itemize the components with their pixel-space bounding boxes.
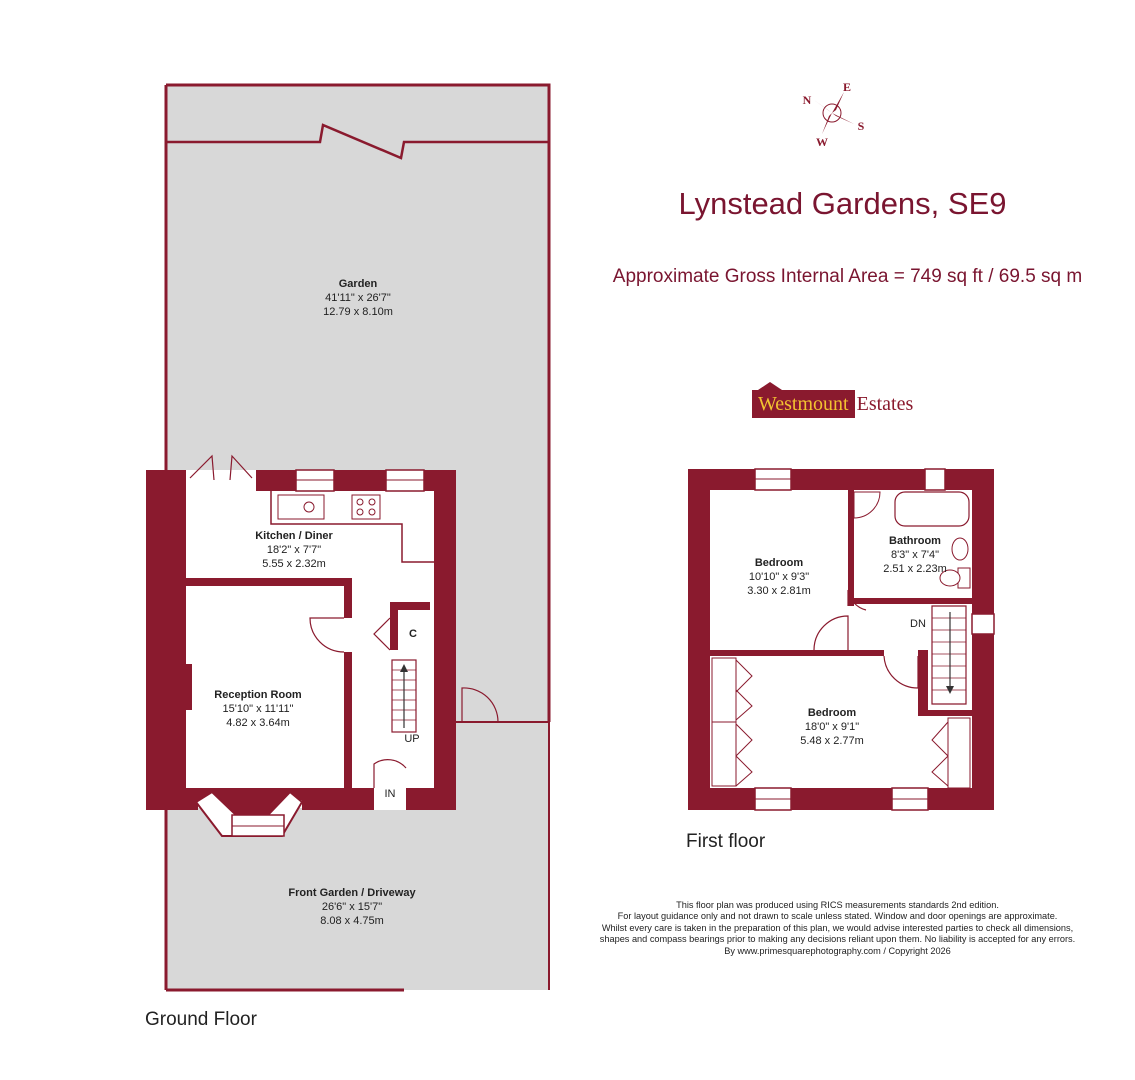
house-roof-icon: [758, 382, 782, 390]
kitchen-counter: [270, 491, 434, 563]
kitchen-metric: 5.55 x 2.32m: [262, 558, 326, 570]
reception-imperial: 15'10" x 11'11": [223, 703, 294, 715]
sink-icon: [277, 494, 325, 520]
compass-e: E: [843, 80, 851, 94]
door-swing-icon: [847, 589, 867, 611]
company-logo: Westmount Estates: [752, 382, 914, 418]
bedroom1-metric: 3.30 x 2.81m: [747, 585, 811, 597]
front-garden-metric: 8.08 x 4.75m: [320, 915, 384, 927]
logo-brand: Westmount: [758, 392, 849, 415]
disclaimer-line: This floor plan was produced using RICS …: [676, 900, 999, 910]
gate-icon: [461, 687, 499, 723]
garden-name: Garden: [339, 278, 378, 290]
disclaimer-line: By www.primesquarephotography.com / Copy…: [724, 945, 951, 956]
kitchen-imperial: 18'2" x 7'7": [267, 544, 321, 556]
bathroom-imperial: 8'3" x 7'4": [891, 549, 939, 561]
entrance-label: IN: [385, 788, 396, 800]
entrance-door-icon: [373, 759, 407, 788]
first-floor-label: First floor: [686, 831, 766, 852]
ground-floor-house: [146, 454, 499, 837]
front-garden-name: Front Garden / Driveway: [288, 887, 416, 899]
garden-break-line: [166, 123, 549, 160]
bedroom2-imperial: 18'0" x 9'1": [805, 721, 859, 733]
compass-n: N: [803, 93, 812, 107]
stairs-up-label: UP: [404, 733, 419, 745]
wardrobe-icon: [931, 717, 971, 789]
compass-w: W: [816, 135, 828, 149]
ground-floor-label: Ground Floor: [145, 1009, 257, 1030]
hob-icon: [351, 494, 381, 520]
wardrobe-icon: [711, 657, 753, 787]
disclaimer: This floor plan was produced using RICS …: [585, 900, 1090, 957]
bedroom2-name: Bedroom: [808, 707, 857, 719]
logo-mark: Westmount: [752, 382, 855, 418]
gross-internal-area: Approximate Gross Internal Area = 749 sq…: [612, 266, 1083, 287]
bedroom1-imperial: 10'10" x 9'3": [749, 571, 809, 583]
door-swing-icon: [373, 617, 391, 651]
stairs-icon: [391, 659, 417, 733]
bathroom-metric: 2.51 x 2.23m: [883, 563, 947, 575]
bedroom1-name: Bedroom: [755, 557, 804, 569]
garden-area: [164, 83, 551, 722]
disclaimer-line: For layout guidance only and not drawn t…: [617, 911, 1058, 922]
compass-icon: N E S W: [803, 80, 865, 149]
cupboard-label: C: [409, 628, 417, 640]
stairs-down-label: DN: [910, 618, 926, 630]
front-garden-area: [164, 721, 550, 992]
compass-s: S: [858, 119, 865, 133]
first-floor-house: [688, 468, 995, 811]
reception-metric: 4.82 x 3.64m: [226, 717, 290, 729]
window: [971, 613, 995, 635]
bath-icon: [894, 491, 970, 527]
logo-suffix: Estates: [856, 393, 914, 415]
french-door-icon: [189, 454, 253, 481]
front-garden-imperial: 26'6" x 15'7": [322, 901, 382, 913]
door-swing-icon: [883, 655, 919, 689]
door-swing-icon: [309, 617, 345, 653]
bathroom-name: Bathroom: [889, 535, 941, 547]
window: [924, 468, 946, 491]
kitchen-name: Kitchen / Diner: [255, 530, 333, 542]
garden-metric: 12.79 x 8.10m: [323, 306, 393, 318]
disclaimer-line: shapes and compass bearings prior to mak…: [599, 934, 1076, 945]
property-title: Lynstead Gardens, SE9: [678, 186, 1007, 221]
door-swing-icon: [813, 615, 849, 651]
stairs-icon: [931, 605, 967, 705]
garden-imperial: 41'11" x 26'7": [325, 292, 391, 304]
disclaimer-line: Whilst every care is taken in the prepar…: [601, 922, 1074, 933]
shower-icon: [853, 491, 881, 519]
bedroom2-metric: 5.48 x 2.77m: [800, 735, 864, 747]
reception-name: Reception Room: [214, 689, 302, 701]
